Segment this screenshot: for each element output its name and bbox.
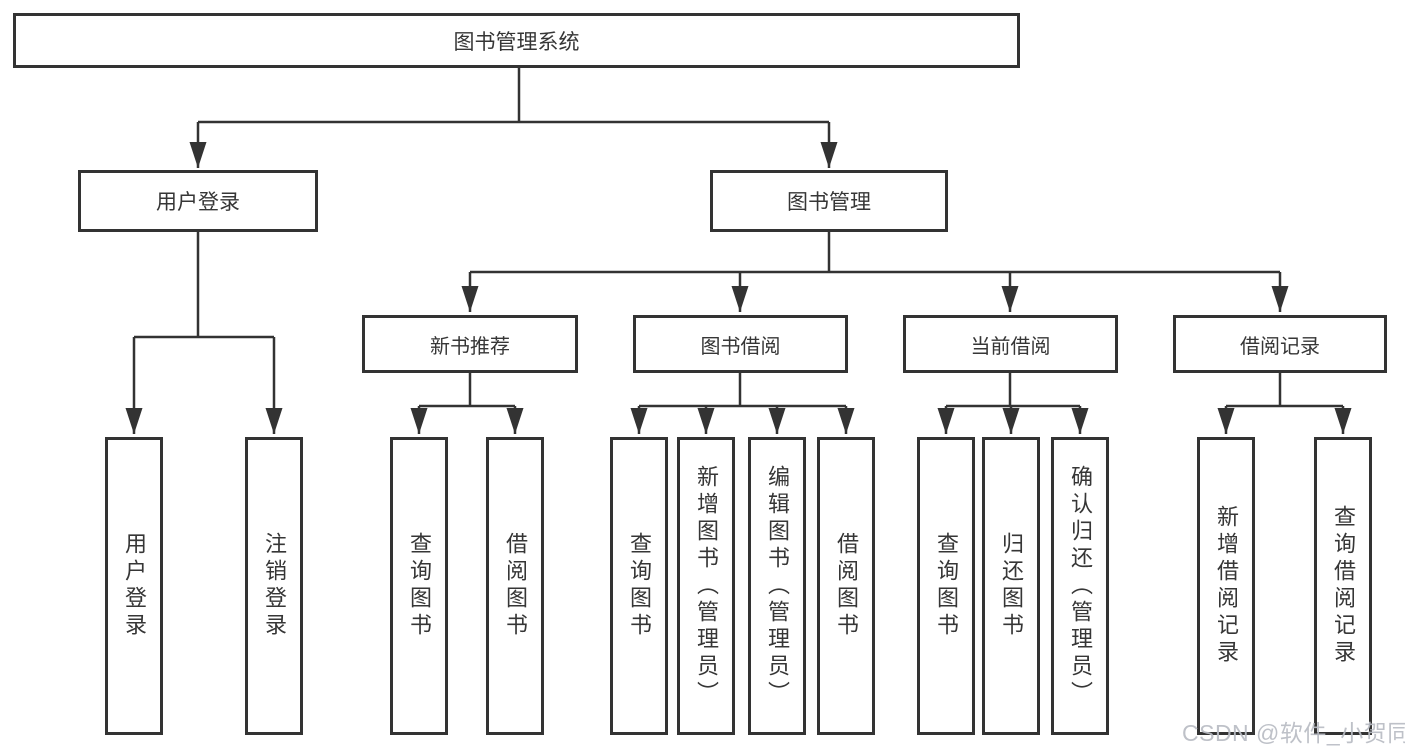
node-leaf-nbr-borrow-book: 借阅图书 xyxy=(486,437,544,735)
node-leaf-cb-return-book: 归还图书 xyxy=(982,437,1040,735)
node-leaf-bb-add-book: 新增图书（管理员） xyxy=(677,437,735,735)
node-leaf-br-add-record: 新增借阅记录 xyxy=(1197,437,1255,735)
node-leaf-nbr-query-book: 查询图书 xyxy=(390,437,448,735)
node-leaf-bb-edit-book: 编辑图书（管理员） xyxy=(748,437,806,735)
node-leaf-cb-query-book: 查询图书 xyxy=(917,437,975,735)
node-user-login: 用户登录 xyxy=(78,170,318,232)
node-book-mgmt: 图书管理 xyxy=(710,170,948,232)
node-leaf-cb-confirm-return: 确认归还（管理员） xyxy=(1051,437,1109,735)
node-book-borrow: 图书借阅 xyxy=(633,315,848,373)
node-current-borrow: 当前借阅 xyxy=(903,315,1118,373)
node-leaf-logout: 注销登录 xyxy=(245,437,303,735)
node-new-book-rec: 新书推荐 xyxy=(362,315,578,373)
tree-branch-rails xyxy=(134,68,1343,408)
node-borrow-records: 借阅记录 xyxy=(1173,315,1387,373)
csdn-watermark: CSDN @软件_小贺同学 xyxy=(1182,720,1405,746)
node-system-root: 图书管理系统 xyxy=(13,13,1020,68)
node-leaf-bb-borrow-book: 借阅图书 xyxy=(817,437,875,735)
node-leaf-br-query-record: 查询借阅记录 xyxy=(1314,437,1372,735)
arrow-drops xyxy=(125,122,1352,434)
node-leaf-bb-query-book: 查询图书 xyxy=(610,437,668,735)
node-leaf-login: 用户登录 xyxy=(105,437,163,735)
